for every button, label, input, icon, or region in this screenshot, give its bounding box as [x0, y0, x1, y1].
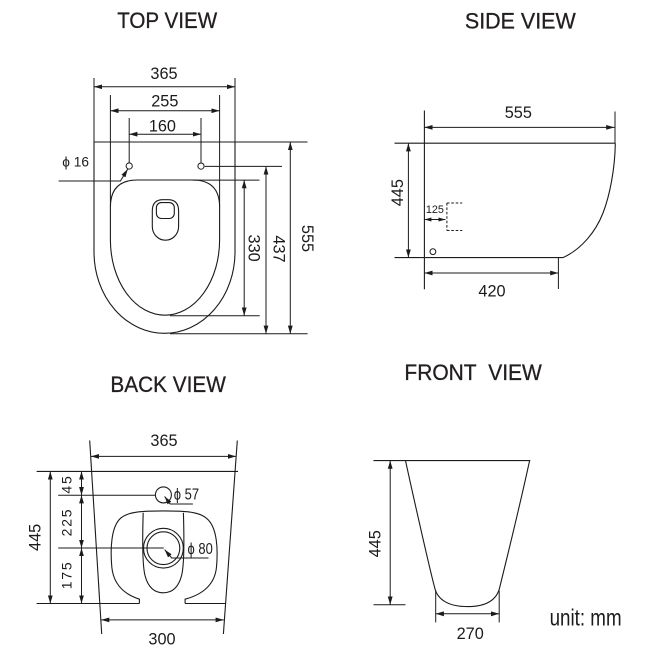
svg-text:437: 437	[269, 235, 287, 262]
svg-text:330: 330	[245, 235, 263, 262]
svg-text:SIDE VIEW: SIDE VIEW	[465, 8, 576, 33]
svg-text:175: 175	[59, 561, 75, 590]
svg-text:555: 555	[505, 104, 532, 122]
svg-text:300: 300	[148, 630, 175, 648]
svg-text:45: 45	[59, 474, 75, 493]
svg-text:ϕ 16: ϕ 16	[62, 155, 89, 170]
svg-text:445: 445	[367, 530, 385, 557]
svg-text:365: 365	[150, 432, 177, 450]
svg-text:ϕ 57: ϕ 57	[174, 487, 199, 504]
svg-text:555: 555	[298, 225, 316, 252]
svg-text:270: 270	[457, 625, 484, 643]
svg-text:255: 255	[151, 93, 178, 111]
svg-text:TOP VIEW: TOP VIEW	[117, 8, 217, 33]
svg-text:BACK VIEW: BACK VIEW	[110, 372, 226, 397]
svg-text:FRONT VIEW: FRONT VIEW	[404, 360, 542, 385]
svg-text:225: 225	[59, 508, 75, 537]
svg-text:445: 445	[27, 524, 45, 551]
svg-text:ϕ 80: ϕ 80	[188, 541, 214, 558]
svg-text:unit: mm: unit: mm	[550, 604, 622, 630]
svg-text:420: 420	[478, 282, 505, 300]
svg-text:445: 445	[389, 179, 407, 206]
svg-text:125: 125	[426, 204, 444, 216]
svg-text:365: 365	[150, 65, 177, 83]
svg-text:160: 160	[149, 117, 176, 135]
